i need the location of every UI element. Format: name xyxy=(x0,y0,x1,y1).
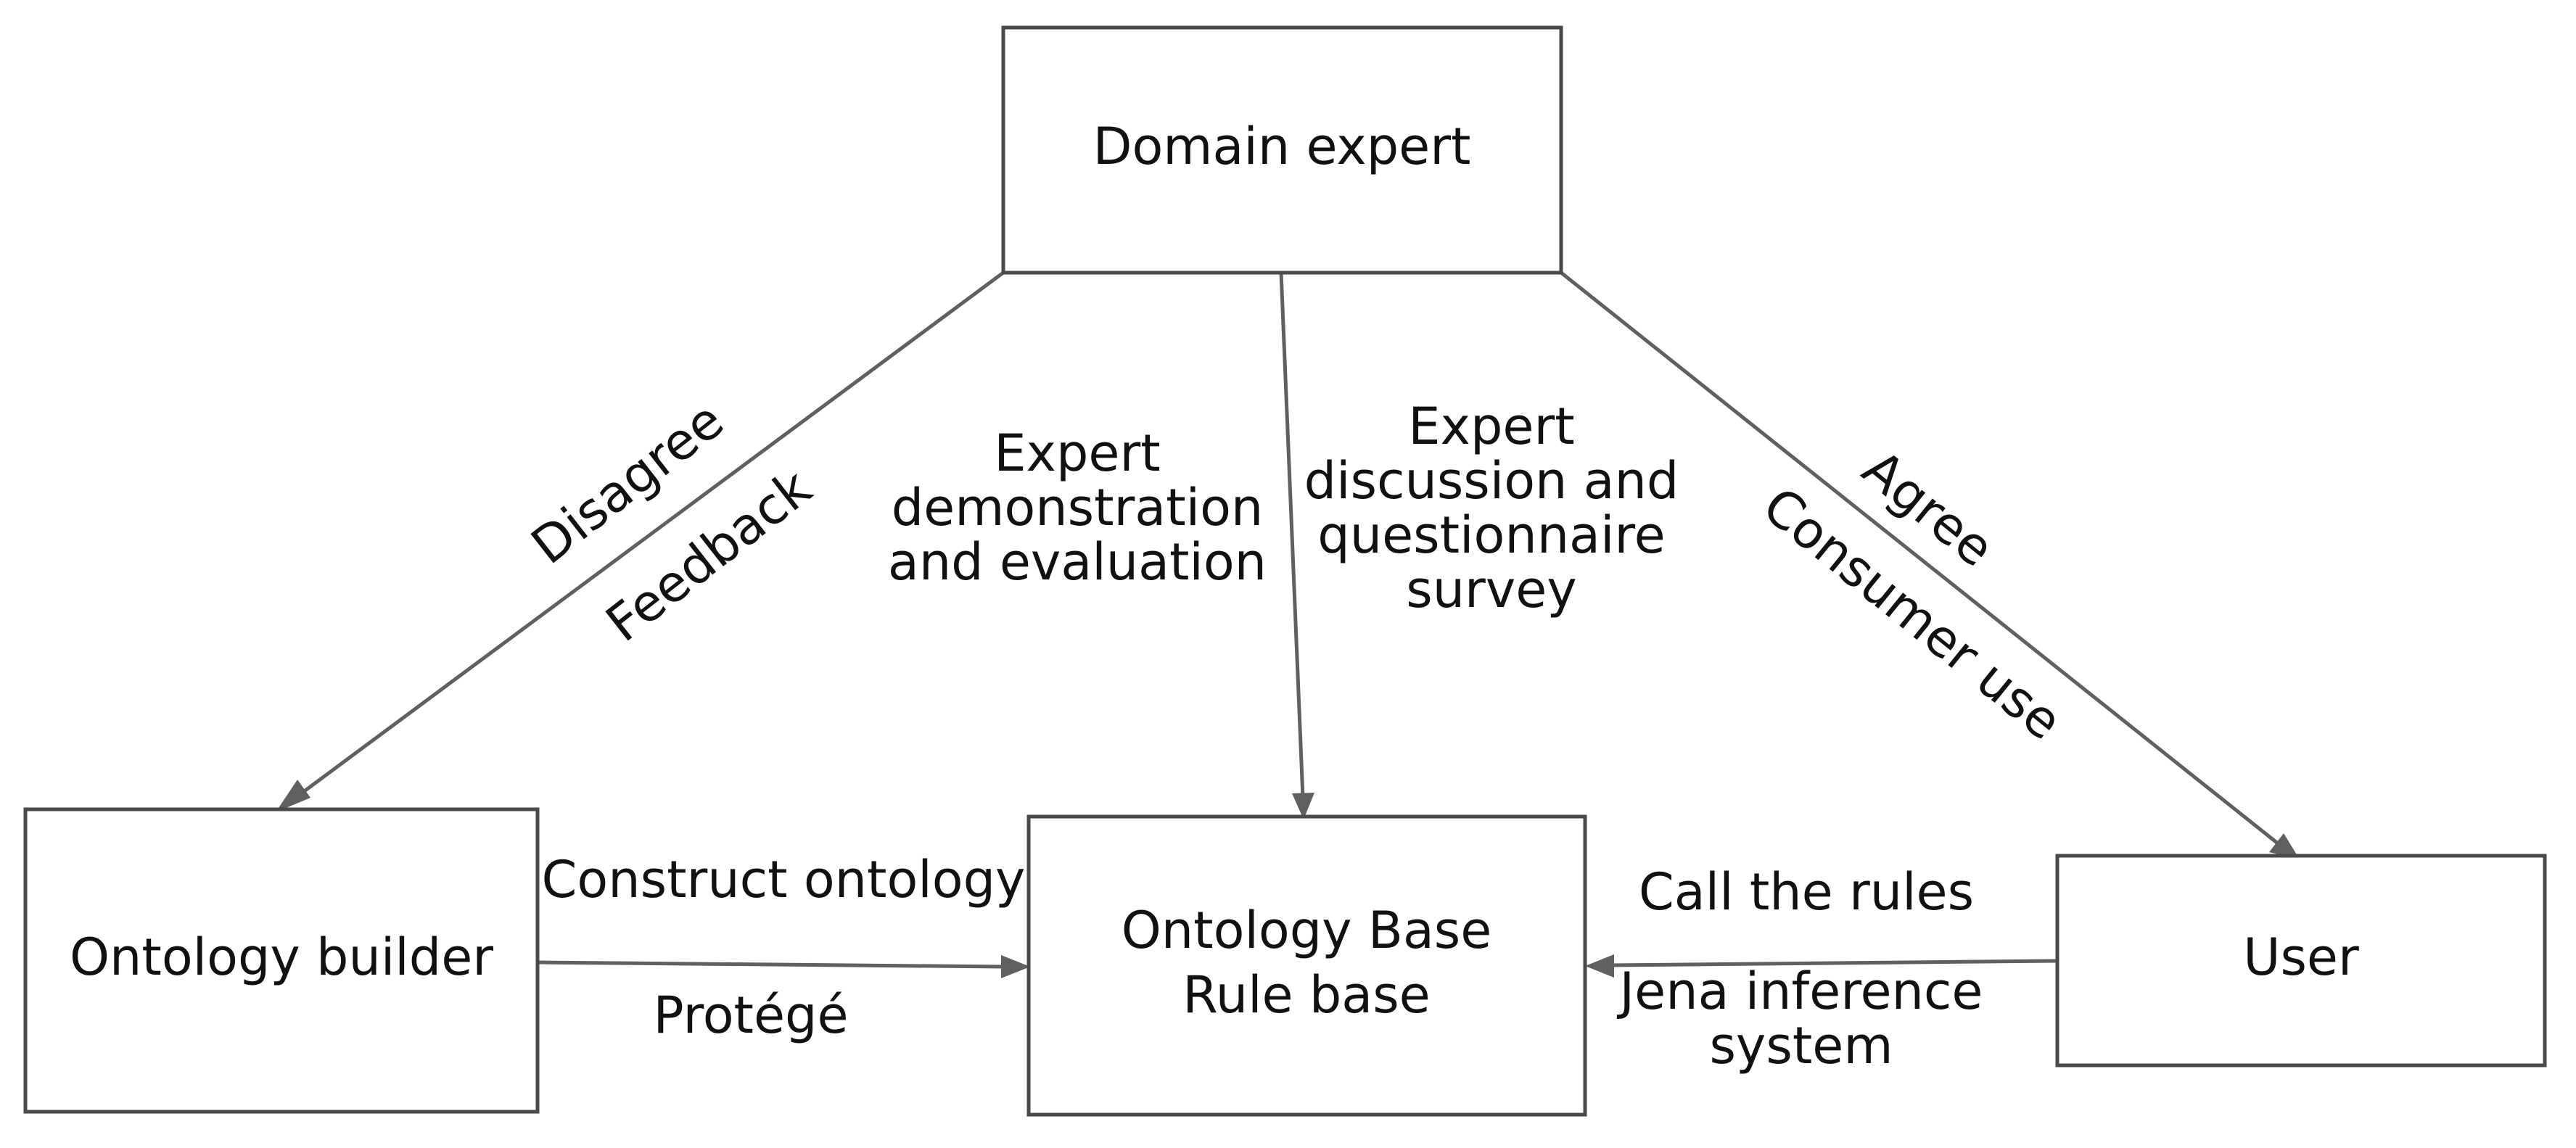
arrowhead-user xyxy=(2269,833,2300,859)
arrowhead-base-right xyxy=(1585,954,1614,978)
arrowhead-builder xyxy=(276,780,310,812)
label-expert-demo-2: demonstration xyxy=(892,478,1264,537)
node-ontology-base-line2: Rule base xyxy=(1182,965,1431,1025)
node-user-label: User xyxy=(2243,928,2359,987)
node-domain-expert: Domain expert xyxy=(1001,25,1563,275)
label-call-rules: Call the rules xyxy=(1639,862,1974,922)
node-ontology-base: Ontology Base Rule base xyxy=(1026,814,1587,1117)
edge-labels: Disagree Feedback Expert demonstration a… xyxy=(520,390,2073,1075)
edge-expert-to-builder xyxy=(296,271,1005,798)
edge-expert-to-base xyxy=(1279,272,1305,798)
arrowhead-base-left xyxy=(1001,955,1030,978)
node-ontology-builder: Ontology builder xyxy=(23,807,540,1114)
edge-user-to-base xyxy=(1610,959,2058,967)
edges xyxy=(276,271,2300,978)
node-domain-expert-label: Domain expert xyxy=(1093,117,1471,176)
label-expert-disc-1: Expert xyxy=(1408,397,1574,456)
label-expert-demo-1: Expert xyxy=(994,424,1160,483)
label-expert-disc-3: questionnaire xyxy=(1317,505,1665,565)
node-ontology-builder-label: Ontology builder xyxy=(70,928,493,987)
label-protege: Protégé xyxy=(653,986,848,1045)
label-jena-2: system xyxy=(1709,1016,1893,1075)
label-jena-1: Jena inference xyxy=(1617,962,1983,1021)
edge-expert-to-user xyxy=(1560,271,2279,845)
label-expert-disc-4: survey xyxy=(1406,560,1577,619)
label-expert-disc-2: discussion and xyxy=(1304,451,1679,511)
node-ontology-base-line1: Ontology Base xyxy=(1122,901,1492,960)
edge-builder-to-base xyxy=(537,960,1005,969)
arrowhead-base-top xyxy=(1292,793,1314,819)
label-expert-demo-3: and evaluation xyxy=(888,532,1267,592)
label-construct-ontology: Construct ontology xyxy=(542,850,1026,909)
node-user: User xyxy=(2055,854,2547,1068)
